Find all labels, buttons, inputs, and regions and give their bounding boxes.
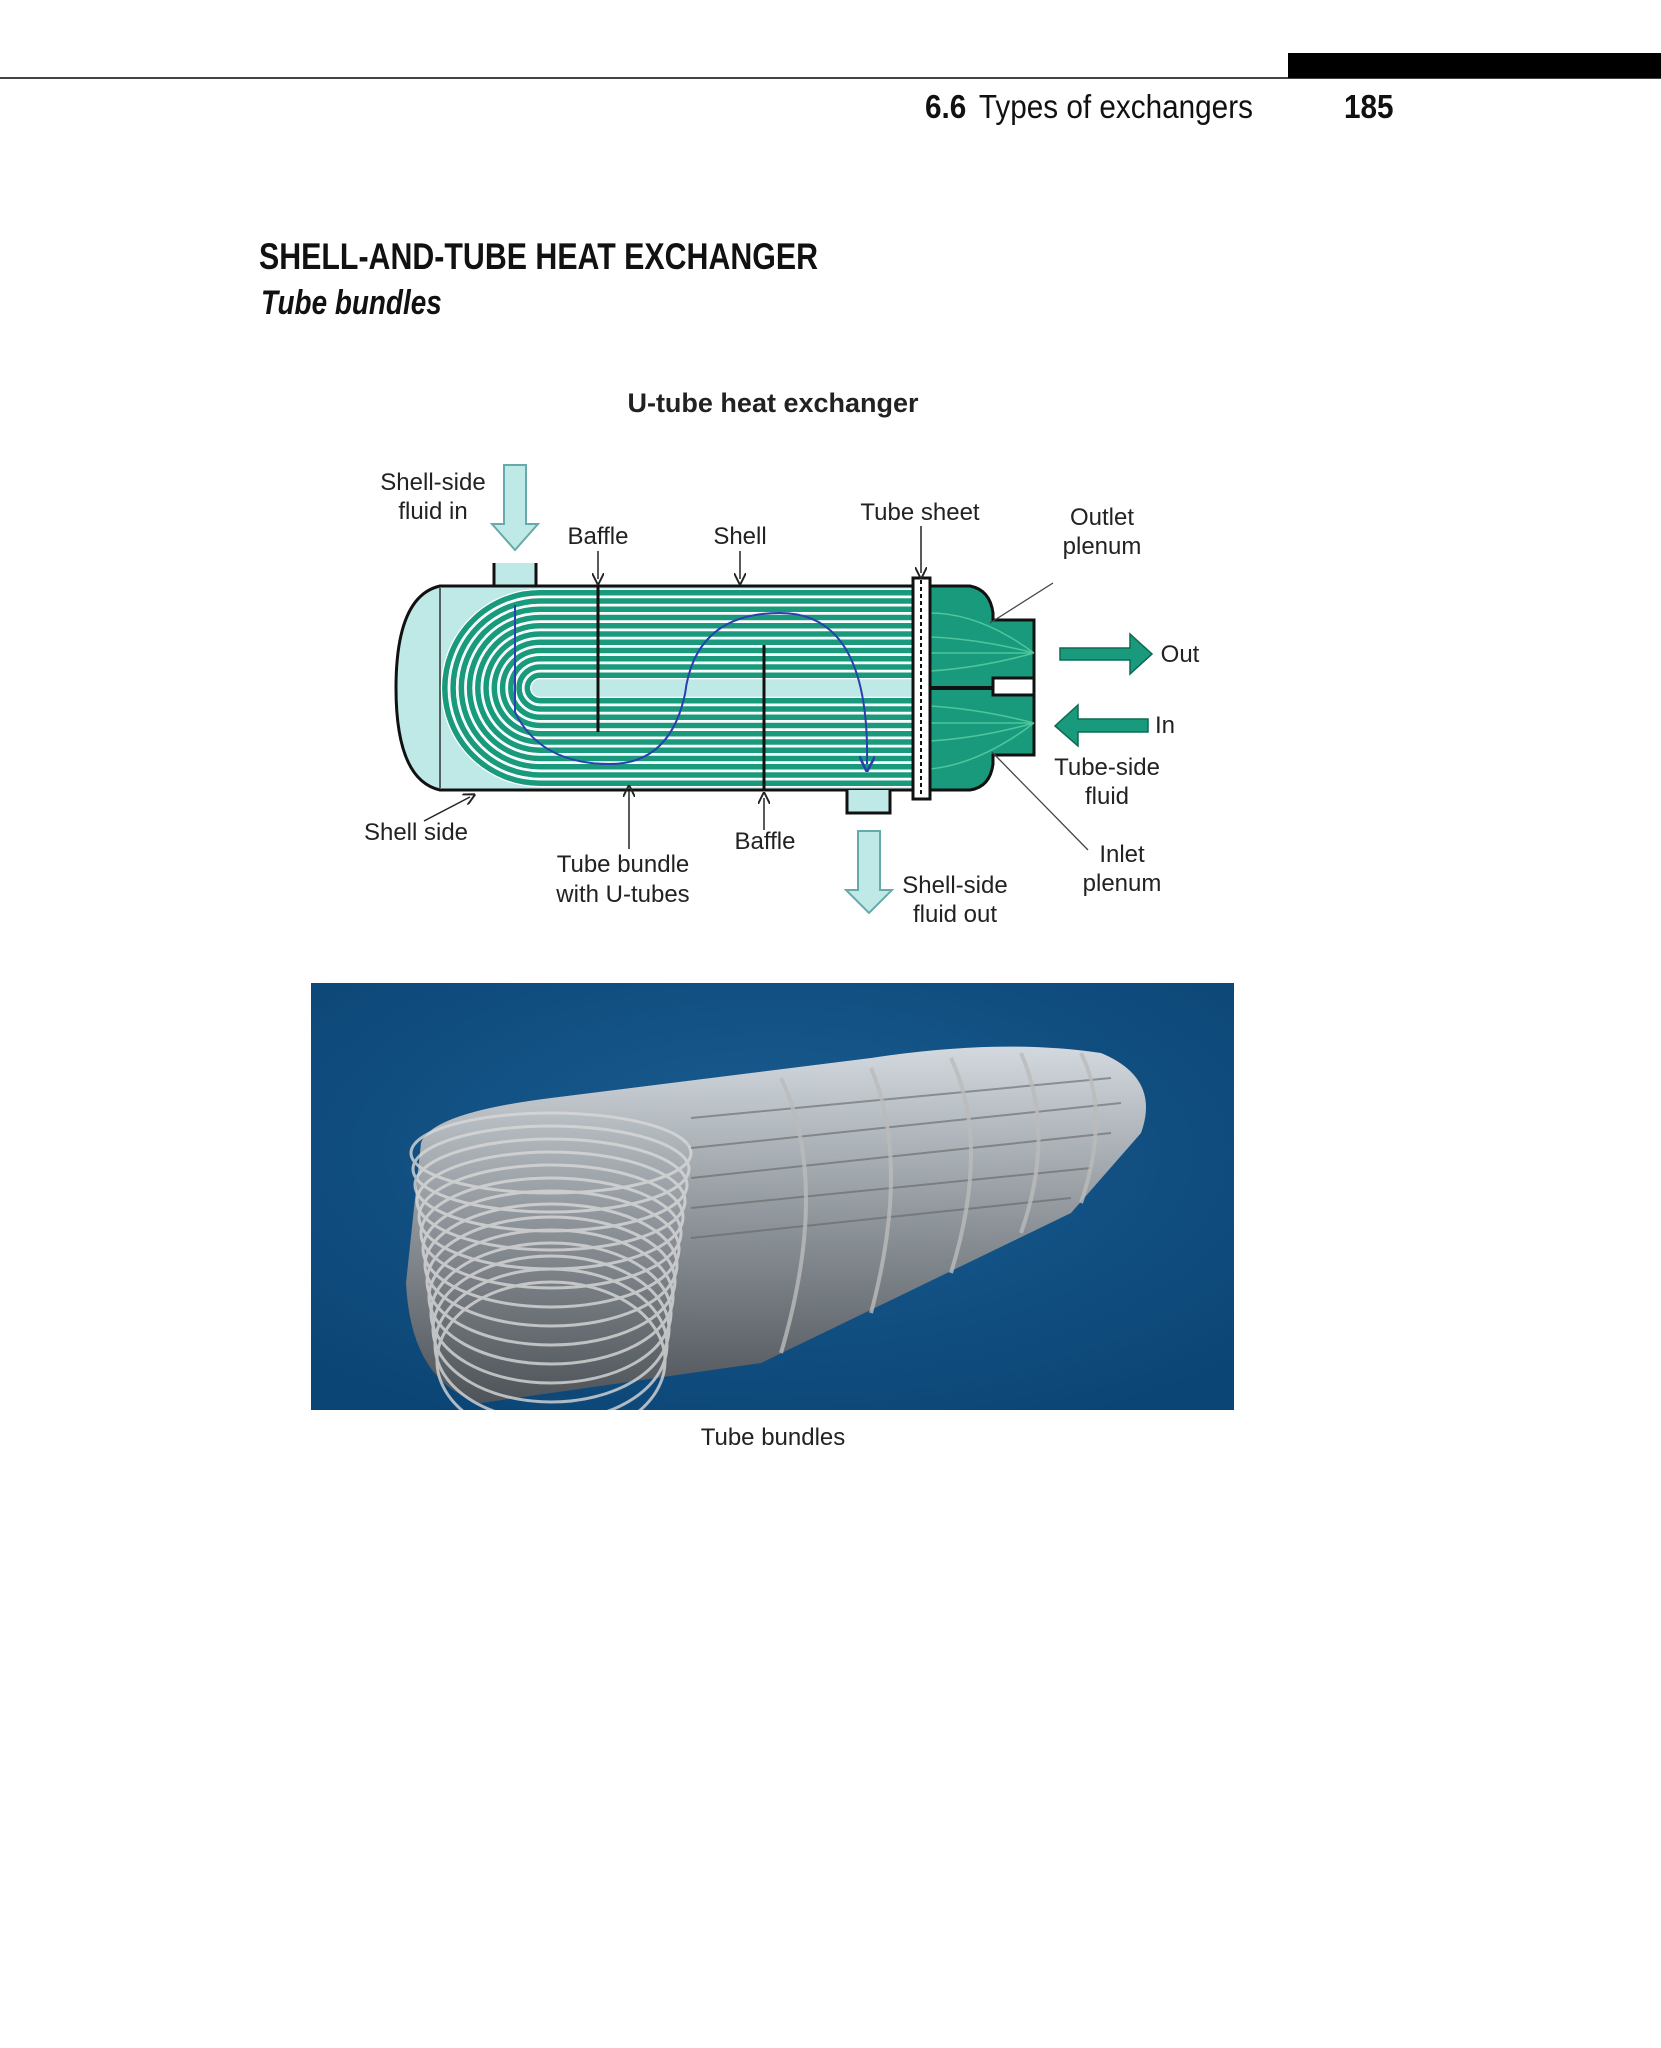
u-tube	[458, 606, 913, 770]
header-tab-bar	[1288, 53, 1661, 78]
shell-out-arrow-icon	[843, 830, 895, 915]
photo-coil	[435, 1280, 667, 1410]
photo-coil	[411, 1124, 691, 1214]
outlet-nozzle	[845, 790, 892, 815]
photo-coil	[427, 1228, 675, 1366]
running-header: 6.6 Types of exchangers	[925, 88, 1253, 126]
inlet-nozzle	[492, 563, 538, 588]
u-tube	[524, 672, 913, 704]
page-heading: SHELL-AND-TUBE HEAT EXCHANGER	[259, 236, 819, 277]
shell-in-arrow-icon	[489, 464, 541, 552]
photo-coil	[409, 1111, 693, 1195]
section-title: Types of exchangers	[978, 88, 1253, 125]
photo-coil	[415, 1150, 687, 1252]
photo-coil	[429, 1241, 673, 1385]
tube-bundle-photo	[311, 983, 1234, 1410]
u-tube	[499, 647, 913, 729]
u-tube	[442, 590, 913, 786]
section-number: 6.6	[925, 88, 967, 125]
u-tube	[450, 598, 913, 778]
page-number: 185	[1344, 88, 1394, 125]
label-out: Out	[1161, 641, 1200, 668]
photo-coil	[431, 1254, 671, 1404]
label-in: In	[1155, 712, 1175, 739]
u-tube	[516, 664, 913, 712]
page-subheading: Tube bundles	[261, 284, 442, 322]
label-baffle-top: Baffle	[568, 523, 629, 550]
u-tube	[475, 623, 913, 753]
photo-coil	[423, 1202, 679, 1328]
label-baffle-bottom: Baffle	[735, 828, 796, 855]
tube-in-arrow-icon	[1053, 703, 1149, 748]
u-tube	[508, 656, 913, 720]
u-tube-bundle	[440, 588, 913, 788]
shell-side-flow-path	[514, 605, 867, 764]
label-shell-side: Shell side	[364, 819, 468, 846]
tube-out-arrow-icon	[1059, 632, 1154, 676]
photo-coil	[425, 1215, 677, 1347]
header-rule	[0, 77, 1661, 79]
photo-caption: Tube bundles	[700, 1424, 846, 1451]
photo-coil	[421, 1189, 681, 1309]
photo-coil	[433, 1267, 669, 1410]
photo-coil	[419, 1176, 683, 1290]
u-tube	[491, 639, 913, 737]
label-tube-sheet: Tube sheet	[860, 499, 980, 526]
u-tube	[483, 631, 913, 745]
label-shell: Shell	[713, 523, 766, 550]
figure-title: U-tube heat exchanger	[627, 388, 919, 418]
u-tube	[466, 614, 913, 762]
